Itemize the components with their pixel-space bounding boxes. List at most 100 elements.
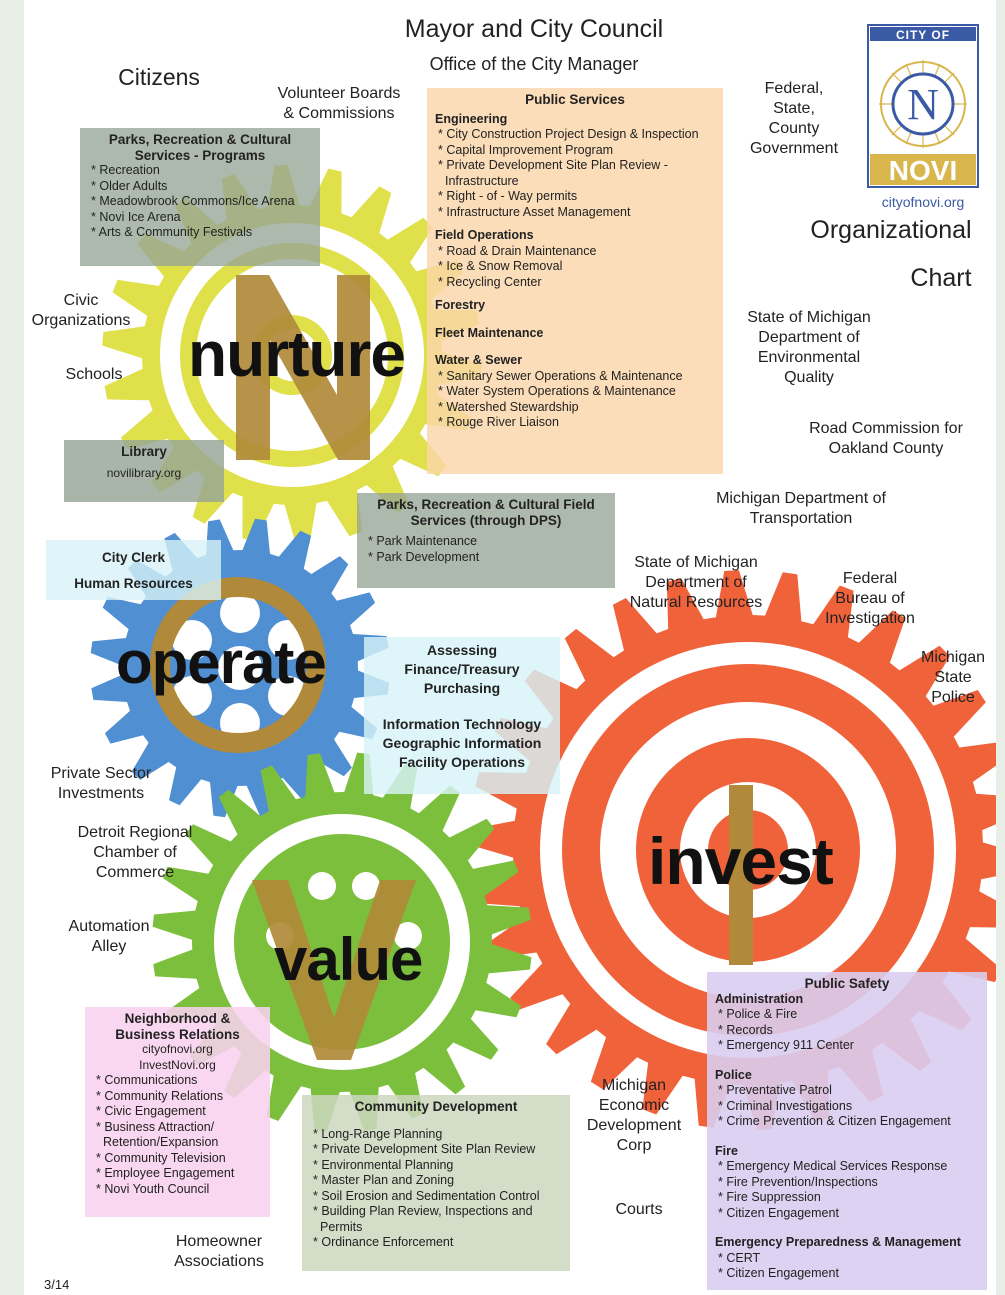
list-item: Community Relations: [93, 1089, 262, 1105]
list-item: Community Television: [93, 1151, 262, 1167]
list-item: Ice & Snow Removal: [435, 259, 715, 275]
field-operations-list: Road & Drain Maintenance Ice & Snow Remo…: [435, 244, 715, 291]
list-item: Recreation: [88, 163, 312, 179]
chart-title-line2: Chart: [910, 264, 972, 292]
human-resources-label: Human Resources: [74, 576, 193, 591]
list-item: Citizen Engagement: [715, 1206, 979, 1222]
community-development-box: Community Development Long-Range Plannin…: [302, 1095, 570, 1271]
police-heading: Police: [715, 1067, 752, 1082]
water-sewer-heading: Water & Sewer: [435, 353, 523, 367]
list-item: Park Development: [365, 550, 607, 566]
homeowner-associations-label: Homeowner Associations: [174, 1233, 264, 1270]
purchasing-label: Purchasing: [423, 680, 501, 696]
list-item: Citizen Engagement: [715, 1266, 979, 1282]
letter-n-icon: [236, 275, 370, 460]
michigan-state-police-label: Michigan State Police: [920, 649, 986, 706]
forestry-heading: Forestry: [435, 298, 486, 312]
list-item: Criminal Investigations: [715, 1099, 979, 1115]
mdnr-label: State of Michigan Department of Natural …: [629, 554, 763, 611]
letter-v-icon: [252, 880, 416, 1060]
list-item: Sanitary Sewer Operations & Maintenance: [435, 369, 715, 385]
list-item: Park Maintenance: [365, 534, 607, 550]
list-item: Fire Suppression: [715, 1190, 979, 1206]
fbi-label: Federal Bureau of Investigation: [825, 570, 915, 627]
finance-treasury-label: Finance/Treasury: [404, 661, 520, 677]
assessing-label: Assessing: [426, 642, 498, 658]
list-item: Crime Prevention & Citizen Engagement: [715, 1114, 979, 1130]
list-item: Emergency 911 Center: [715, 1038, 979, 1054]
fire-heading: Fire: [715, 1143, 738, 1158]
automation-alley-label: Automation Alley: [68, 918, 150, 955]
mdeq-label: State of Michigan Department of Environm…: [747, 309, 871, 386]
list-item: Long-Range Planning: [310, 1127, 562, 1143]
date-label: 3/14: [44, 1277, 70, 1292]
org-chart-page: Mayor and City Council Office of the Cit…: [24, 0, 996, 1295]
list-item: Environmental Planning: [310, 1158, 562, 1174]
value-word: value: [274, 926, 423, 993]
clerk-hr-box: City Clerk Human Resources: [46, 540, 221, 600]
information-technology-label: Information Technology: [382, 716, 542, 732]
community-development-list: Long-Range Planning Private Development …: [310, 1127, 562, 1251]
list-item: Private Development Site Plan Review: [310, 1142, 562, 1158]
public-services-title: Public Services: [525, 92, 625, 107]
emergency-preparedness-heading: Emergency Preparedness & Management: [715, 1235, 961, 1249]
list-item: Rouge River Liaison: [435, 415, 715, 431]
list-item: Records: [715, 1023, 979, 1039]
list-item: Water System Operations & Maintenance: [435, 384, 715, 400]
emergency-preparedness-list: CERT Citizen Engagement: [715, 1251, 979, 1282]
svg-text:NOVI: NOVI: [889, 155, 957, 186]
public-services-box: Public Services Engineering City Constru…: [427, 88, 723, 474]
volunteer-boards-label: Volunteer Boards & Commissions: [277, 85, 401, 122]
page-title: Mayor and City Council: [404, 15, 664, 43]
neighborhood-relations-box: Neighborhood & Business Relations cityof…: [85, 1007, 270, 1217]
invest-word: invest: [648, 824, 834, 898]
geographic-information-label: Geographic Information: [382, 735, 542, 751]
list-item: Business Attraction/ Retention/Expansion: [93, 1120, 262, 1151]
list-item: Meadowbrook Commons/Ice Arena: [88, 194, 312, 210]
detroit-chamber-label: Detroit Regional Chamber of Commerce: [77, 824, 193, 881]
public-safety-title: Public Safety: [804, 976, 890, 991]
library-title: Library: [121, 444, 167, 459]
city-logo: CITY OF N NOVI: [867, 24, 979, 188]
list-item: Road & Drain Maintenance: [435, 244, 715, 260]
fire-list: Emergency Medical Services Response Fire…: [715, 1159, 979, 1221]
list-item: Older Adults: [88, 179, 312, 195]
list-item: Novi Ice Arena: [88, 210, 312, 226]
federal-government-label: Federal, State, County Government: [749, 80, 839, 157]
public-safety-box: Public Safety Administration Police & Fi…: [707, 972, 987, 1290]
schools-label: Schools: [65, 366, 123, 383]
list-item: Communications: [93, 1073, 262, 1089]
list-item: Police & Fire: [715, 1007, 979, 1023]
list-item: Master Plan and Zoning: [310, 1173, 562, 1189]
list-item: Recycling Center: [435, 275, 715, 291]
police-list: Preventative Patrol Criminal Investigati…: [715, 1083, 979, 1130]
list-item: Private Development Site Plan Review - I…: [435, 158, 715, 189]
svg-text:CITY OF: CITY OF: [896, 28, 950, 42]
community-development-title: Community Development: [354, 1099, 518, 1114]
list-item: City Construction Project Design & Inspe…: [435, 127, 715, 143]
list-item: Watershed Stewardship: [435, 400, 715, 416]
parks-programs-box: Parks, Recreation & Cultural Services - …: [80, 128, 320, 266]
letter-i-icon: [729, 785, 753, 965]
fleet-heading: Fleet Maintenance: [435, 325, 544, 340]
library-box: Library novilibrary.org: [64, 440, 224, 502]
list-item: Fire Prevention/Inspections: [715, 1175, 979, 1191]
medc-label: Michigan Economic Development Corp: [586, 1077, 682, 1154]
parks-field-services-title: Parks, Recreation & Cultural Field Servi…: [377, 497, 595, 528]
list-item: CERT: [715, 1251, 979, 1267]
private-sector-label: Private Sector Investments: [50, 765, 152, 802]
list-item: Capital Improvement Program: [435, 143, 715, 159]
administration-list: Police & Fire Records Emergency 911 Cent…: [715, 1007, 979, 1054]
list-item: Employee Engagement: [93, 1166, 262, 1182]
svg-text:N: N: [907, 80, 939, 129]
list-item: Building Plan Review, Inspections and Pe…: [310, 1204, 562, 1235]
finance-it-box: Assessing Finance/Treasury Purchasing In…: [364, 637, 560, 794]
road-commission-label: Road Commission for Oakland County: [809, 420, 963, 457]
nurture-word: nurture: [188, 318, 406, 390]
list-item: Novi Youth Council: [93, 1182, 262, 1198]
administration-heading: Administration: [715, 991, 804, 1006]
letter-o-icon: [150, 577, 326, 753]
library-url: novilibrary.org: [106, 465, 182, 480]
list-item: Right - of - Way permits: [435, 189, 715, 205]
page-subtitle: Office of the City Manager: [429, 54, 639, 74]
